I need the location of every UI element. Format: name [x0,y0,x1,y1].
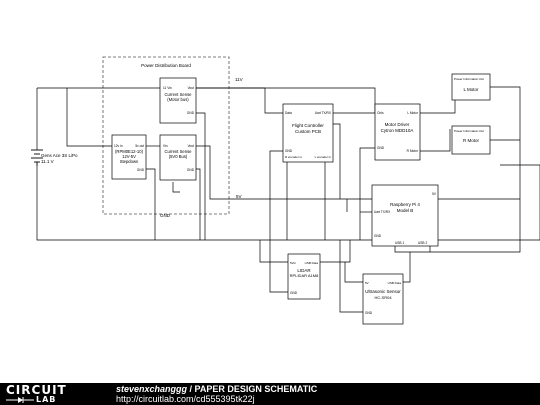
motor-driver-label-1: Motor Driver [385,122,410,127]
ultrasonic-label-2: HC-SR04 [374,295,392,300]
power-board-outline [102,56,230,215]
current-5v-pin-gnd: GND [187,168,195,172]
stepdown-label-3: Stepdown [120,159,139,164]
l-motor-label: L Motor [463,87,479,92]
wires [36,78,540,313]
diode-icon [6,397,34,403]
current-5v-pin-out: Vout [188,144,194,148]
current-sense-5v-box [159,134,197,181]
motor-driver-pin-ctrl: Ctrls [377,111,384,115]
r-motor-pin: Power Information Out [454,129,484,133]
raspberry-pin-usb2: USB 2 [418,241,427,245]
stepdown-box [111,134,147,180]
lidar-pin-5v: 5Vin [290,261,296,265]
r-motor-box [451,125,491,155]
schematic-url[interactable]: http://circuitlab.com/cd555395tk22j [116,394,255,404]
lidar-label-1: LIDAR [297,268,311,273]
ultrasonic-label-1: Ultrasonic Sensor [365,289,401,294]
l-motor-pin: Power Information Out [454,77,484,81]
logo-text-bottom: LAB [36,395,57,404]
motor-driver-pin-lmotor: L Motor [407,111,419,115]
lidar-pin-gnd: GND [290,291,298,295]
flight-label-1: Flight Controller [292,123,324,128]
current-motor-label-2: (Motor bus) [167,97,189,102]
current-sense-motor-box [159,77,197,124]
title-separator: / [187,384,195,394]
schematic-title[interactable]: PAPER DESIGN SCHEMATIC [194,384,318,394]
net-5v-label: 5V [236,194,242,199]
raspberry-pin-gnd: GND [374,234,382,238]
logo-text-top: CIRCUIT [6,383,67,397]
ultrasonic-pin-5v: 5V [365,281,369,285]
stepdown-pin-out: 5v out [135,144,144,148]
flight-pin-uart: Uart TX/RX [315,111,332,115]
current-motor-pin-in: 11 Vin [163,86,172,90]
current-motor-pin-gnd: GND [187,111,195,115]
net-11v-label: 11V [235,77,243,82]
battery-label-1: Gens Ace 3S LiPo [41,153,78,158]
flight-pin-gnd: GND [285,149,293,153]
raspberry-label-2: Model B [397,208,414,213]
current-5v-label-1: Current Sense [165,149,193,154]
l-motor-box [451,73,491,101]
current-motor-label-1: Current Sense [165,92,193,97]
ultrasonic-pin-usb: USB Data [388,281,402,285]
schematic-canvas: Power Distribution Board [31,56,540,325]
lidar-label-2: RPLIDAR A1M8 [290,273,319,278]
current-5v-pin-in: Vin [163,144,168,148]
current-5v-label-2: (5V0 Bus) [169,154,188,159]
motor-driver-pin-gnd: GND [377,146,385,150]
lidar-pin-usb: USB Data [305,261,319,265]
flight-label-2: Custom PCB [295,129,321,134]
r-motor-label: R Motor [463,138,480,143]
stepdown-label-2: 12V-5V [122,154,136,159]
motor-driver-box [374,103,421,161]
motor-driver-label-2: Cytron MDD10A [381,128,414,133]
power-board-title: Power Distribution Board [141,63,191,68]
current-motor-pin-out: Vout [188,86,194,90]
net-gnd-label: GND [160,213,171,218]
raspberry-label-1: Raspberry Pi 4 [390,202,420,207]
footer-bar: CIRCUIT LAB stevenxchanggg / PAPER DESIG… [0,383,540,405]
battery-symbol [31,149,43,166]
battery-label-2: 11.1 V [41,159,54,164]
flight-controller-box [282,103,334,163]
motor-driver-pin-rmotor: R Motor [407,149,419,153]
raspberry-pin-5v: 5V [432,192,437,196]
footer-title-line: stevenxchanggg / PAPER DESIGN SCHEMATIC [116,384,317,394]
author-link[interactable]: stevenxchanggg [116,384,188,394]
circuitlab-logo[interactable]: CIRCUIT LAB [6,384,106,404]
raspberry-pi-box [371,184,439,247]
stepdown-label-1: (RPM0E12-10) [115,149,144,154]
raspberry-pin-uart: Uart TX/RX [374,210,391,214]
flight-pin-enc-r: R encoder in [285,155,302,159]
raspberry-pin-usb1: USB 1 [395,241,404,245]
flight-pin-data: Data [285,111,292,115]
stepdown-pin-gnd: GND [137,168,145,172]
flight-pin-enc-l: L encoder in [315,155,332,159]
stepdown-pin-in: 12v in [114,144,123,148]
lidar-box [287,253,321,300]
ultrasonic-box [362,273,404,325]
ultrasonic-pin-gnd: GND [365,311,373,315]
